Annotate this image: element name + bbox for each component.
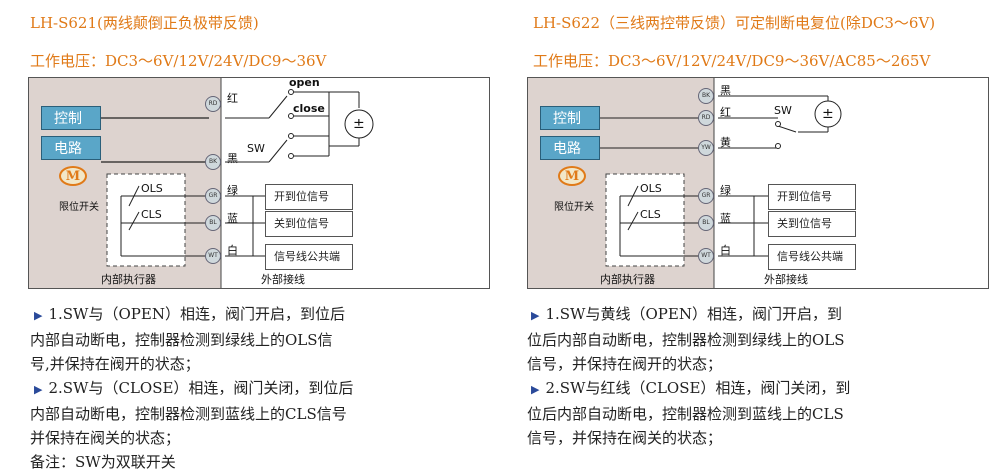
limit-switch-label: 限位开关	[59, 202, 99, 213]
panel-title: LH-S621(两线颠倒正负极带反馈)	[30, 14, 259, 32]
ols-label: OLS	[640, 182, 662, 195]
signal-open-box: 开到位信号	[265, 184, 353, 210]
motor-icon: M	[59, 166, 87, 186]
notes: ▶1.SW与黄线（OPEN）相连，阀门开启，到位后内部自动断电，控制器检测到绿线…	[527, 302, 992, 450]
signal-close-box: 关到位信号	[265, 211, 353, 237]
inner-actuator-label: 内部执行器	[600, 273, 655, 286]
open-label: open	[289, 76, 320, 89]
external-wiring-label: 外部接线	[261, 273, 305, 286]
circuit-box: 电路	[41, 136, 101, 160]
panel-title: LH-S622（三线两控带反馈）可定制断电复位(除DC3～6V)	[533, 14, 936, 32]
wire-white-label: 白	[227, 244, 238, 257]
sw-label: SW	[247, 142, 265, 155]
control-box: 控制	[41, 106, 101, 130]
note-1: ▶1.SW与（OPEN）相连，阀门开启，到位后内部自动断电，控制器检测到绿线上的…	[30, 305, 345, 373]
wiring-diagram: 控制 电路 M 限位开关 OLS CLS RD BK GR BL WT 红 黑 …	[28, 76, 490, 289]
control-box: 控制	[540, 106, 600, 130]
working-voltage: 工作电压：DC3～6V/12V/24V/DC9～36V/AC85～265V	[533, 52, 931, 70]
terminal-rd: RD	[205, 96, 221, 112]
bullet-icon: ▶	[34, 383, 43, 396]
wire-black-label: 黑	[720, 84, 731, 97]
external-wiring-label: 外部接线	[764, 273, 808, 286]
wire-white-label: 白	[720, 244, 731, 257]
dc-symbol: ±	[822, 106, 834, 122]
dc-symbol: ±	[353, 116, 365, 132]
terminal-gr: GR	[698, 188, 714, 204]
terminal-yw: YW	[698, 140, 714, 156]
terminal-bk: BK	[205, 154, 221, 170]
note-remark: 备注：SW为双联开关	[30, 453, 176, 471]
wire-yellow-label: 黄	[720, 136, 731, 149]
terminal-gr: GR	[205, 188, 221, 204]
terminal-bl: BL	[205, 215, 221, 231]
note-2: ▶2.SW与（CLOSE）相连，阀门关闭，到位后内部自动断电，控制器检测到蓝线上…	[30, 379, 354, 447]
limit-switch-label: 限位开关	[554, 202, 594, 213]
wire-green-label: 绿	[227, 184, 238, 197]
circuit-box: 电路	[540, 136, 600, 160]
cls-label: CLS	[640, 208, 661, 221]
terminal-rd: RD	[698, 110, 714, 126]
wire-blue-label: 蓝	[720, 212, 731, 225]
terminal-bl: BL	[698, 215, 714, 231]
wire-black-label: 黑	[227, 152, 238, 165]
wiring-diagram: 控制 电路 M 限位开关 OLS CLS BK RD YW GR BL WT 黑…	[527, 77, 989, 289]
terminal-wt: WT	[698, 248, 714, 264]
wire-red-label: 红	[227, 92, 238, 105]
left-panel: LH-S621(两线颠倒正负极带反馈) 工作电压：DC3～6V/12V/24V/…	[0, 0, 495, 472]
wire-red-label: 红	[720, 106, 731, 119]
signal-close-box: 关到位信号	[768, 211, 856, 237]
signal-common-box: 信号线公共端	[768, 244, 856, 270]
bullet-icon: ▶	[34, 309, 43, 322]
motor-icon: M	[558, 166, 586, 186]
notes: ▶1.SW与（OPEN）相连，阀门开启，到位后内部自动断电，控制器检测到绿线上的…	[30, 302, 495, 474]
working-voltage: 工作电压：DC3～6V/12V/24V/DC9～36V	[30, 52, 327, 70]
sw-label: SW	[774, 104, 792, 117]
cls-label: CLS	[141, 208, 162, 221]
bullet-icon: ▶	[531, 383, 540, 396]
right-panel: LH-S622（三线两控带反馈）可定制断电复位(除DC3～6V) 工作电压：DC…	[503, 0, 998, 472]
wire-green-label: 绿	[720, 184, 731, 197]
close-label: close	[293, 102, 325, 115]
note-1: ▶1.SW与黄线（OPEN）相连，阀门开启，到位后内部自动断电，控制器检测到绿线…	[527, 305, 845, 373]
terminal-bk: BK	[698, 88, 714, 104]
ols-label: OLS	[141, 182, 163, 195]
wire-blue-label: 蓝	[227, 212, 238, 225]
wiring-lines	[29, 78, 374, 288]
signal-common-box: 信号线公共端	[265, 244, 353, 270]
note-2: ▶2.SW与红线（CLOSE）相连，阀门关闭，到位后内部自动断电，控制器检测到蓝…	[527, 379, 851, 447]
inner-actuator-label: 内部执行器	[101, 273, 156, 286]
signal-open-box: 开到位信号	[768, 184, 856, 210]
terminal-wt: WT	[205, 248, 221, 264]
bullet-icon: ▶	[531, 309, 540, 322]
